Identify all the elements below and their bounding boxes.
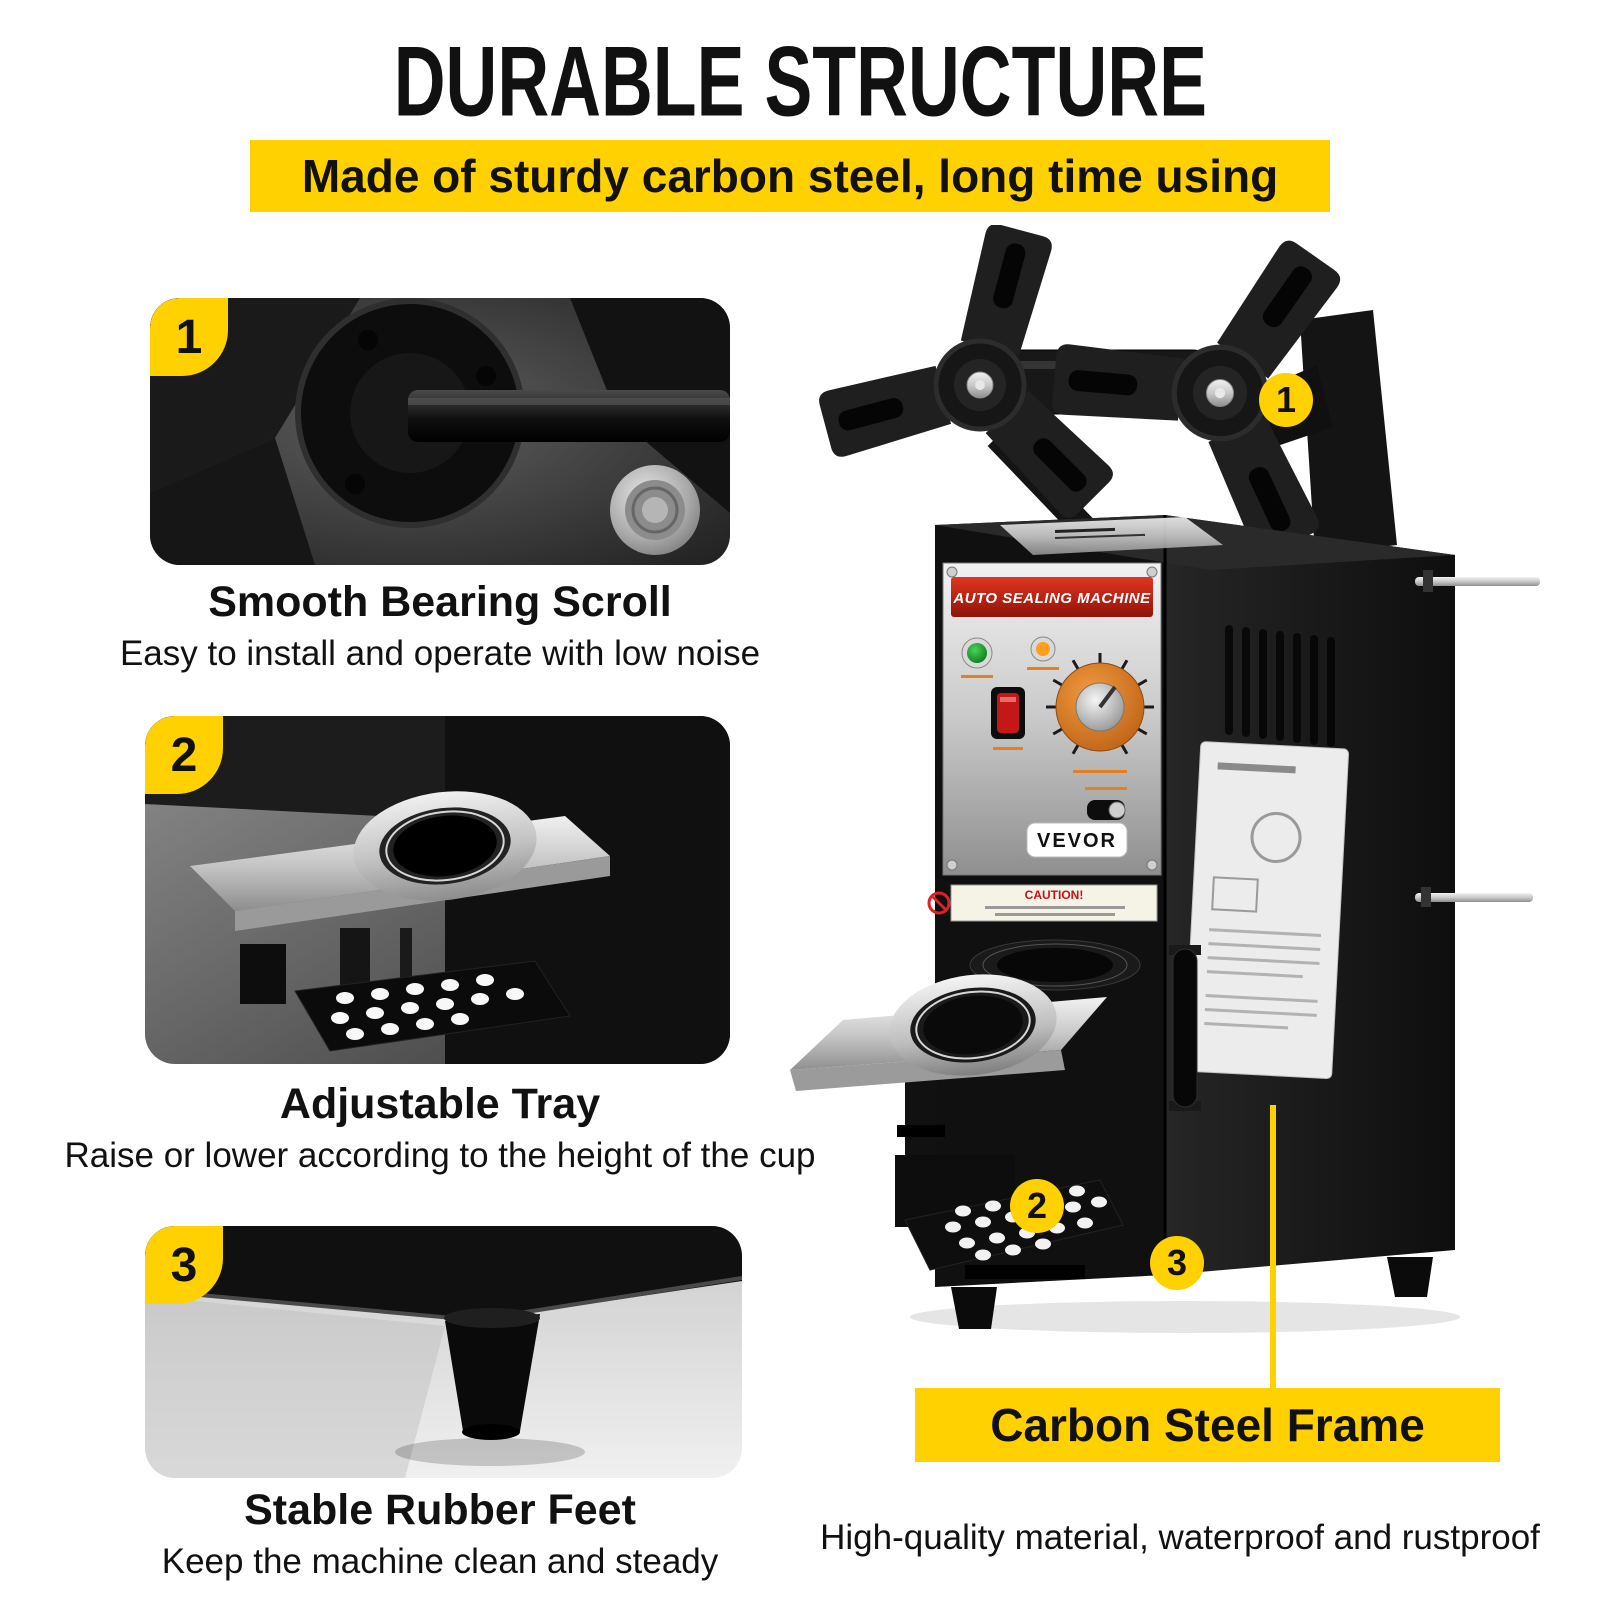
sealing-time-toggle <box>1085 787 1127 820</box>
clamp-block <box>240 944 286 1004</box>
scroll-rod <box>408 390 730 442</box>
callout-title: Carbon Steel Frame <box>990 1399 1425 1451</box>
bearing-scroll-illustration <box>150 298 730 565</box>
rubber-foot-front <box>951 1287 997 1329</box>
machine-arm-bottom <box>150 438 315 565</box>
heat-lamp <box>1036 642 1050 656</box>
machine-underside <box>145 1226 742 1321</box>
machine-photo: AUTO SEALING MACHINE <box>755 224 1570 1345</box>
rubber-feet-photo: 3 <box>145 1226 742 1478</box>
sealing-head <box>969 939 1141 991</box>
control-panel: AUTO SEALING MACHINE <box>942 562 1162 876</box>
callout-desc: High-quality material, waterproof and ru… <box>820 1518 1540 1557</box>
machine-badge-1: 1 <box>1259 373 1313 427</box>
sealing-machine-illustration: AUTO SEALING MACHINE <box>790 224 1540 1333</box>
subtitle-banner-text: Made of sturdy carbon steel, long time u… <box>301 150 1279 202</box>
machine-badge-3: 3 <box>1150 1236 1204 1290</box>
cup-tray <box>790 974 1107 1227</box>
floor-reflection <box>145 1296 445 1478</box>
caution-label-text: CAUTION! <box>1025 888 1084 902</box>
feature-desc-2: Raise or lower according to the height o… <box>64 1136 816 1175</box>
foot-shadow <box>395 1438 585 1466</box>
instruction-sticker <box>1183 741 1349 1079</box>
film-guide-rod-top <box>1415 577 1540 586</box>
subtitle-banner: Made of sturdy carbon steel, long time u… <box>250 140 1330 212</box>
rubber-feet-illustration <box>145 1226 742 1478</box>
film-reel-right <box>1052 240 1341 556</box>
adjustable-tray-photo: 2 <box>145 716 730 1064</box>
film-guide-rod-bottom <box>1415 893 1533 902</box>
temperature-knob <box>1046 653 1154 773</box>
film-reel-left <box>819 224 1113 518</box>
caution-label: CAUTION! <box>927 884 1158 922</box>
machine-badge-2: 2 <box>1010 1179 1064 1233</box>
brand-logo-plate: VEVOR <box>1026 822 1128 858</box>
seal-ring <box>889 974 1057 1076</box>
power-lamp <box>967 643 987 663</box>
panel-title-label: AUTO SEALING MACHINE <box>952 590 1151 607</box>
callout-connector-line <box>1270 1105 1276 1390</box>
feature-title-3: Stable Rubber Feet <box>244 1486 636 1534</box>
page-title: DURABLE STRUCTURE <box>0 27 1600 137</box>
machine-shadow <box>910 1301 1460 1333</box>
rubber-foot-rear <box>1387 1257 1433 1297</box>
side-vents <box>1225 625 1335 747</box>
rubber-foot <box>445 1314 540 1438</box>
seal-ring <box>353 791 537 901</box>
brand-logo-text: VEVOR <box>1037 830 1117 852</box>
panel-title-band <box>951 577 1153 617</box>
press-handle <box>1169 945 1201 1111</box>
bearing-scroll-photo: 1 <box>150 298 730 565</box>
feature-desc-1: Easy to install and operate with low noi… <box>119 634 761 673</box>
drip-tray-holes <box>331 974 524 1040</box>
page-title-text: DURABLE STRUCTURE <box>393 26 1207 138</box>
adjustable-tray-illustration <box>145 716 730 1064</box>
feature-title-2: Adjustable Tray <box>279 1080 601 1128</box>
feature-desc-3: Keep the machine clean and steady <box>161 1542 719 1581</box>
drip-tray <box>294 960 571 1052</box>
rocker-switch <box>997 693 1019 733</box>
feature-title-1: Smooth Bearing Scroll <box>208 578 672 626</box>
callout-box: Carbon Steel Frame <box>915 1388 1500 1462</box>
feature-number-badge-1: 1 <box>150 298 228 376</box>
